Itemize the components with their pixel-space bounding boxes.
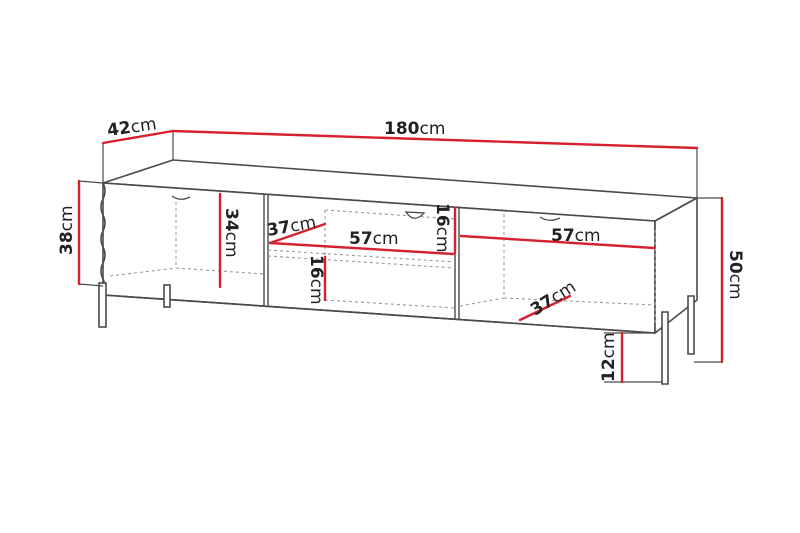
label-38cm: 38cm (57, 205, 77, 255)
label-57cm-mid: 57cm (349, 229, 399, 249)
dim-line-42 (101, 129, 175, 145)
label-42cm: 42cm (106, 114, 158, 141)
dimension-labels: 42cm 180cm 38cm 50cm 34cm 37cm 57cm 16cm… (57, 114, 745, 382)
handle-right (539, 216, 561, 221)
dim-line-37-left (268, 222, 327, 245)
handle-cutouts (171, 195, 561, 221)
dimension-lines (77, 129, 724, 384)
label-16cm-upper: 16cm (432, 203, 452, 253)
label-16cm-lower: 16cm (306, 255, 326, 305)
dim-line-57-right (459, 234, 656, 250)
label-37cm-left: 37cm (265, 213, 317, 241)
handle-left (171, 195, 191, 200)
cabinet-left-wavy-edge (100, 182, 106, 296)
cabinet-right-side (654, 197, 698, 334)
handle-middle (404, 211, 426, 219)
legs (98, 282, 695, 385)
cabinet-outline (102, 159, 698, 334)
label-34cm: 34cm (221, 208, 241, 258)
leg-back-right (687, 295, 695, 355)
dim-line-57-mid (268, 241, 455, 256)
label-50cm: 50cm (725, 250, 745, 300)
label-12cm: 12cm (599, 332, 619, 382)
label-180cm: 180cm (384, 119, 445, 139)
extension-lines (78, 131, 722, 383)
dim-line-37-right (518, 294, 572, 322)
leg-front-left (98, 282, 107, 328)
cabinet-bottom-edge (102, 294, 656, 334)
dim-line-180 (171, 129, 699, 150)
label-57cm-right: 57cm (551, 226, 601, 246)
leg-back-left (163, 284, 171, 308)
leg-front-right (661, 311, 669, 385)
